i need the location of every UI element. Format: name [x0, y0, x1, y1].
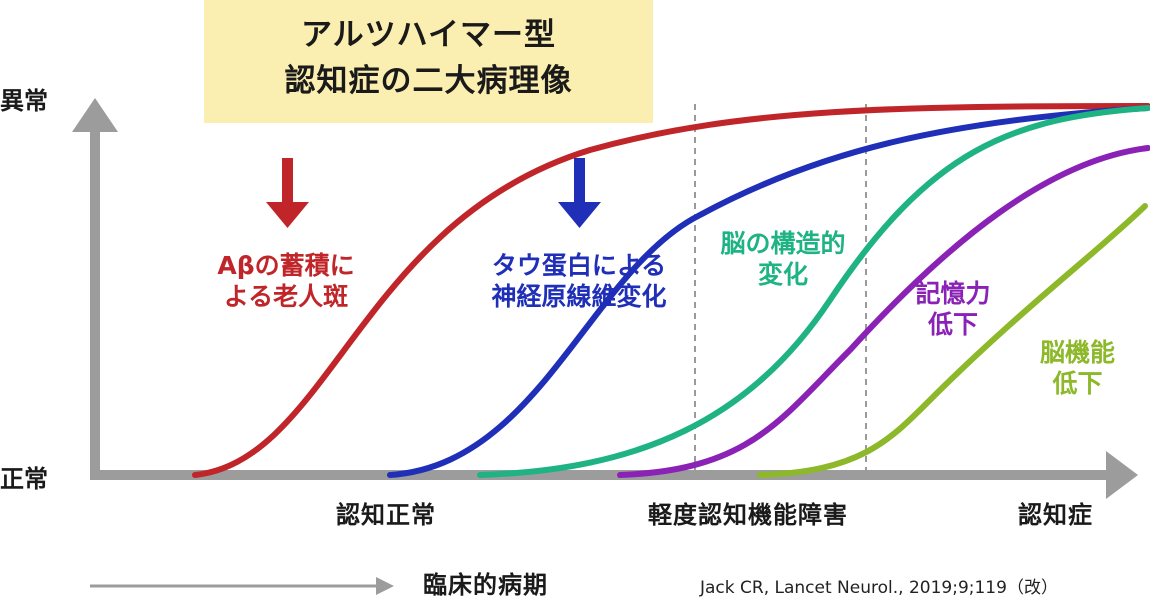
- amyloid-label: Aβの蓄積に よる老人斑: [196, 250, 376, 313]
- clinical-course-label: 臨床的病期: [423, 571, 548, 599]
- brain-structure-label-line-1: 脳の構造的: [720, 229, 846, 258]
- y-axis-arrowhead: [72, 98, 118, 132]
- stage-label-mci: 軽度認知機能障害: [648, 501, 848, 529]
- stage-label-dementia: 認知症: [1018, 501, 1093, 529]
- title-line-2: 認知症の二大病理像: [284, 63, 573, 99]
- brain-function-curve: [757, 203, 1148, 478]
- brain-function-label: 脳機能 低下: [1020, 337, 1135, 400]
- brain-structure-label: 脳の構造的 変化: [700, 228, 866, 291]
- tau-label-line-2: 神経原線維変化: [491, 282, 667, 312]
- brain-function-label-line-2: 低下: [1052, 369, 1103, 399]
- tau-arrow-icon: [558, 158, 601, 228]
- title-line-1: アルツハイマー型: [300, 17, 557, 53]
- amyloid-label-line-2: よる老人斑: [223, 282, 349, 312]
- amyloid-label-line-1: Aβの蓄積に: [217, 251, 355, 280]
- tau-label: タウ蛋白による 神経原線維変化: [468, 250, 690, 313]
- brain-function-label-line-1: 脳機能: [1039, 338, 1115, 367]
- brain-structure-label-line-2: 変化: [757, 260, 808, 290]
- y-axis-top-label: 異常: [0, 87, 48, 115]
- tau-label-line-1: タウ蛋白による: [491, 251, 667, 280]
- memory-label-line-1: 記憶力: [915, 279, 991, 308]
- amyloid-curve: [192, 103, 1150, 478]
- tau-curve: [387, 105, 1150, 478]
- title-box: [204, 0, 653, 123]
- stage-label-normal: 認知正常: [336, 501, 436, 529]
- x-axis-arrowhead: [1106, 451, 1138, 499]
- y-axis-bottom-label: 正常: [0, 465, 48, 493]
- memory-label: 記憶力 低下: [893, 278, 1013, 341]
- clinical-course-arrowhead: [376, 577, 394, 595]
- citation: Jack CR, Lancet Neurol., 2019;9;119（改）: [700, 578, 1058, 598]
- amyloid-arrow-icon: [266, 158, 309, 228]
- memory-label-line-2: 低下: [927, 310, 978, 340]
- brain-structure-curve: [477, 105, 1150, 478]
- memory-curve: [617, 145, 1150, 478]
